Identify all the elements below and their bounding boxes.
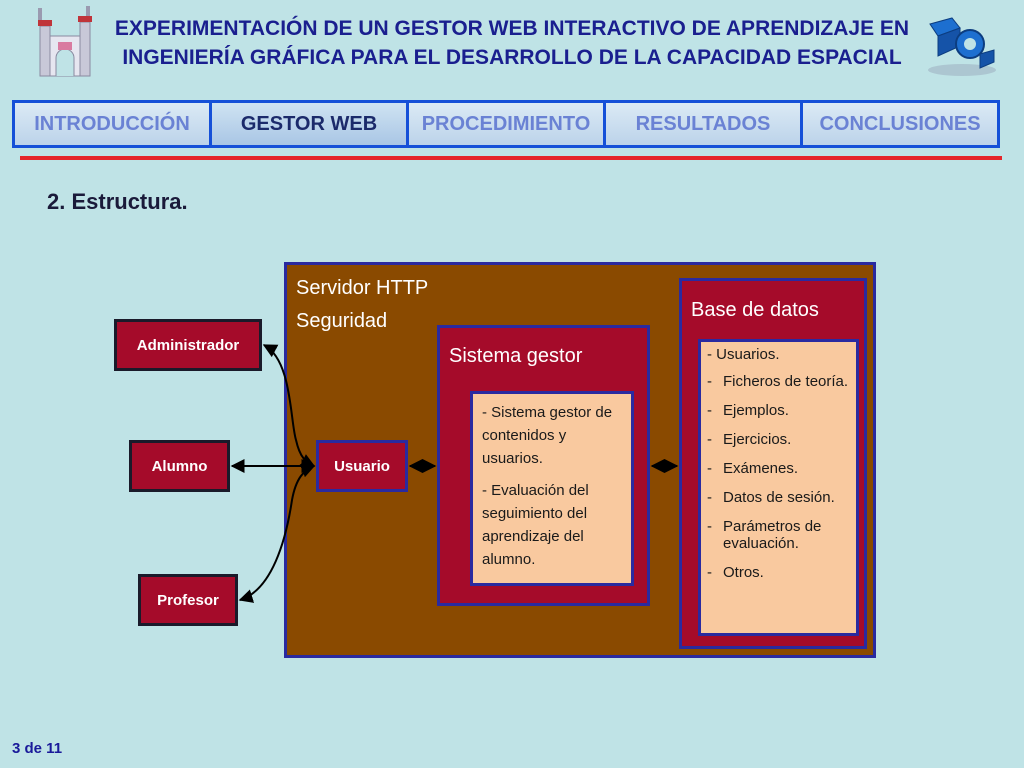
tab-gestor-web[interactable]: GESTOR WEB xyxy=(212,103,406,145)
base-de-datos-item: Exámenes. xyxy=(723,460,799,477)
sistema-gestor-item: - Evaluación del seguimiento del aprendi… xyxy=(482,482,589,568)
base-de-datos-item: Datos de sesión. xyxy=(723,489,835,506)
arrow-profesor-usuario xyxy=(238,464,316,603)
navigation-bar: INTRODUCCIÓN GESTOR WEB PROCEDIMIENTO RE… xyxy=(12,100,1000,148)
list-item: - Usuarios. xyxy=(707,346,850,363)
usuario-box: Usuario xyxy=(316,440,408,492)
list-item: -Datos de sesión. xyxy=(707,489,835,506)
actor-administrador: Administrador xyxy=(114,319,262,371)
page-title-line-2: INGENIERÍA GRÁFICA PARA EL DESARROLLO DE… xyxy=(122,46,902,69)
server-label-security: Seguridad xyxy=(296,310,388,332)
list-item: -Exámenes. xyxy=(707,460,799,477)
university-logo-icon xyxy=(38,6,92,77)
sistema-gestor-item: - Sistema gestor de contenidos y usuario… xyxy=(482,404,613,467)
tab-conclusiones[interactable]: CONCLUSIONES xyxy=(803,103,997,145)
page-title-line-1: EXPERIMENTACIÓN DE UN GESTOR WEB INTERAC… xyxy=(114,17,910,40)
tab-introduccion[interactable]: INTRODUCCIÓN xyxy=(15,103,209,145)
tab-resultados[interactable]: RESULTADOS xyxy=(606,103,800,145)
actor-alumno: Alumno xyxy=(129,440,230,492)
base-de-datos-item: Ejemplos. xyxy=(723,402,789,419)
base-de-datos-title: Base de datos xyxy=(691,299,819,321)
list-item: -Otros. xyxy=(707,564,764,581)
sistema-gestor-content: - Sistema gestor de contenidos y usuario… xyxy=(470,391,634,586)
base-de-datos-item: - Usuarios. xyxy=(707,346,780,363)
base-de-datos-content: - Usuarios. -Ficheros de teoría. -Ejempl… xyxy=(698,339,859,636)
arrow-admin-usuario xyxy=(262,344,316,467)
list-item: -Parámetros de evaluación. xyxy=(707,518,850,552)
list-item: -Ejemplos. xyxy=(707,402,789,419)
header-divider xyxy=(20,156,1002,160)
tab-procedimiento[interactable]: PROCEDIMIENTO xyxy=(409,103,603,145)
list-item: -Ficheros de teoría. xyxy=(707,373,849,390)
page-title: EXPERIMENTACIÓN DE UN GESTOR WEB INTERAC… xyxy=(100,14,924,72)
list-item: -Ejercicios. xyxy=(707,431,792,448)
base-de-datos-item: Parámetros de evaluación. xyxy=(723,518,822,552)
server-label-http: Servidor HTTP xyxy=(296,277,429,299)
base-de-datos-item: Otros. xyxy=(723,564,764,581)
base-de-datos-item: Ejercicios. xyxy=(723,431,792,448)
base-de-datos-item: Ficheros de teoría. xyxy=(723,373,849,390)
3d-cube-logo-icon xyxy=(928,17,996,76)
sistema-gestor-title: Sistema gestor xyxy=(449,345,583,367)
section-title: 2. Estructura. xyxy=(47,189,188,214)
server-label: Servidor HTTP Seguridad xyxy=(296,272,428,338)
page-number: 3 de 11 xyxy=(12,740,63,757)
actor-profesor: Profesor xyxy=(138,574,238,626)
